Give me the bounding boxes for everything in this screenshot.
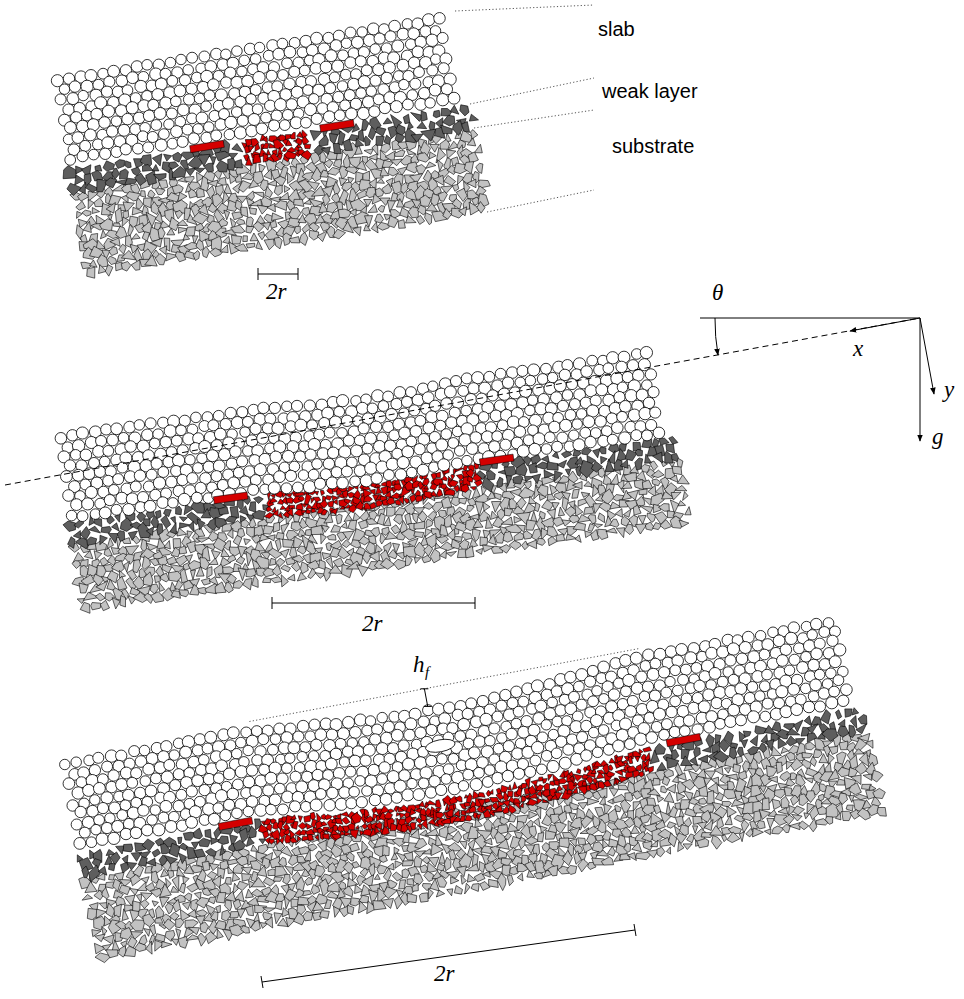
figure: slabweak layersubstrate2rθxyg2rhf2r xyxy=(0,0,964,999)
